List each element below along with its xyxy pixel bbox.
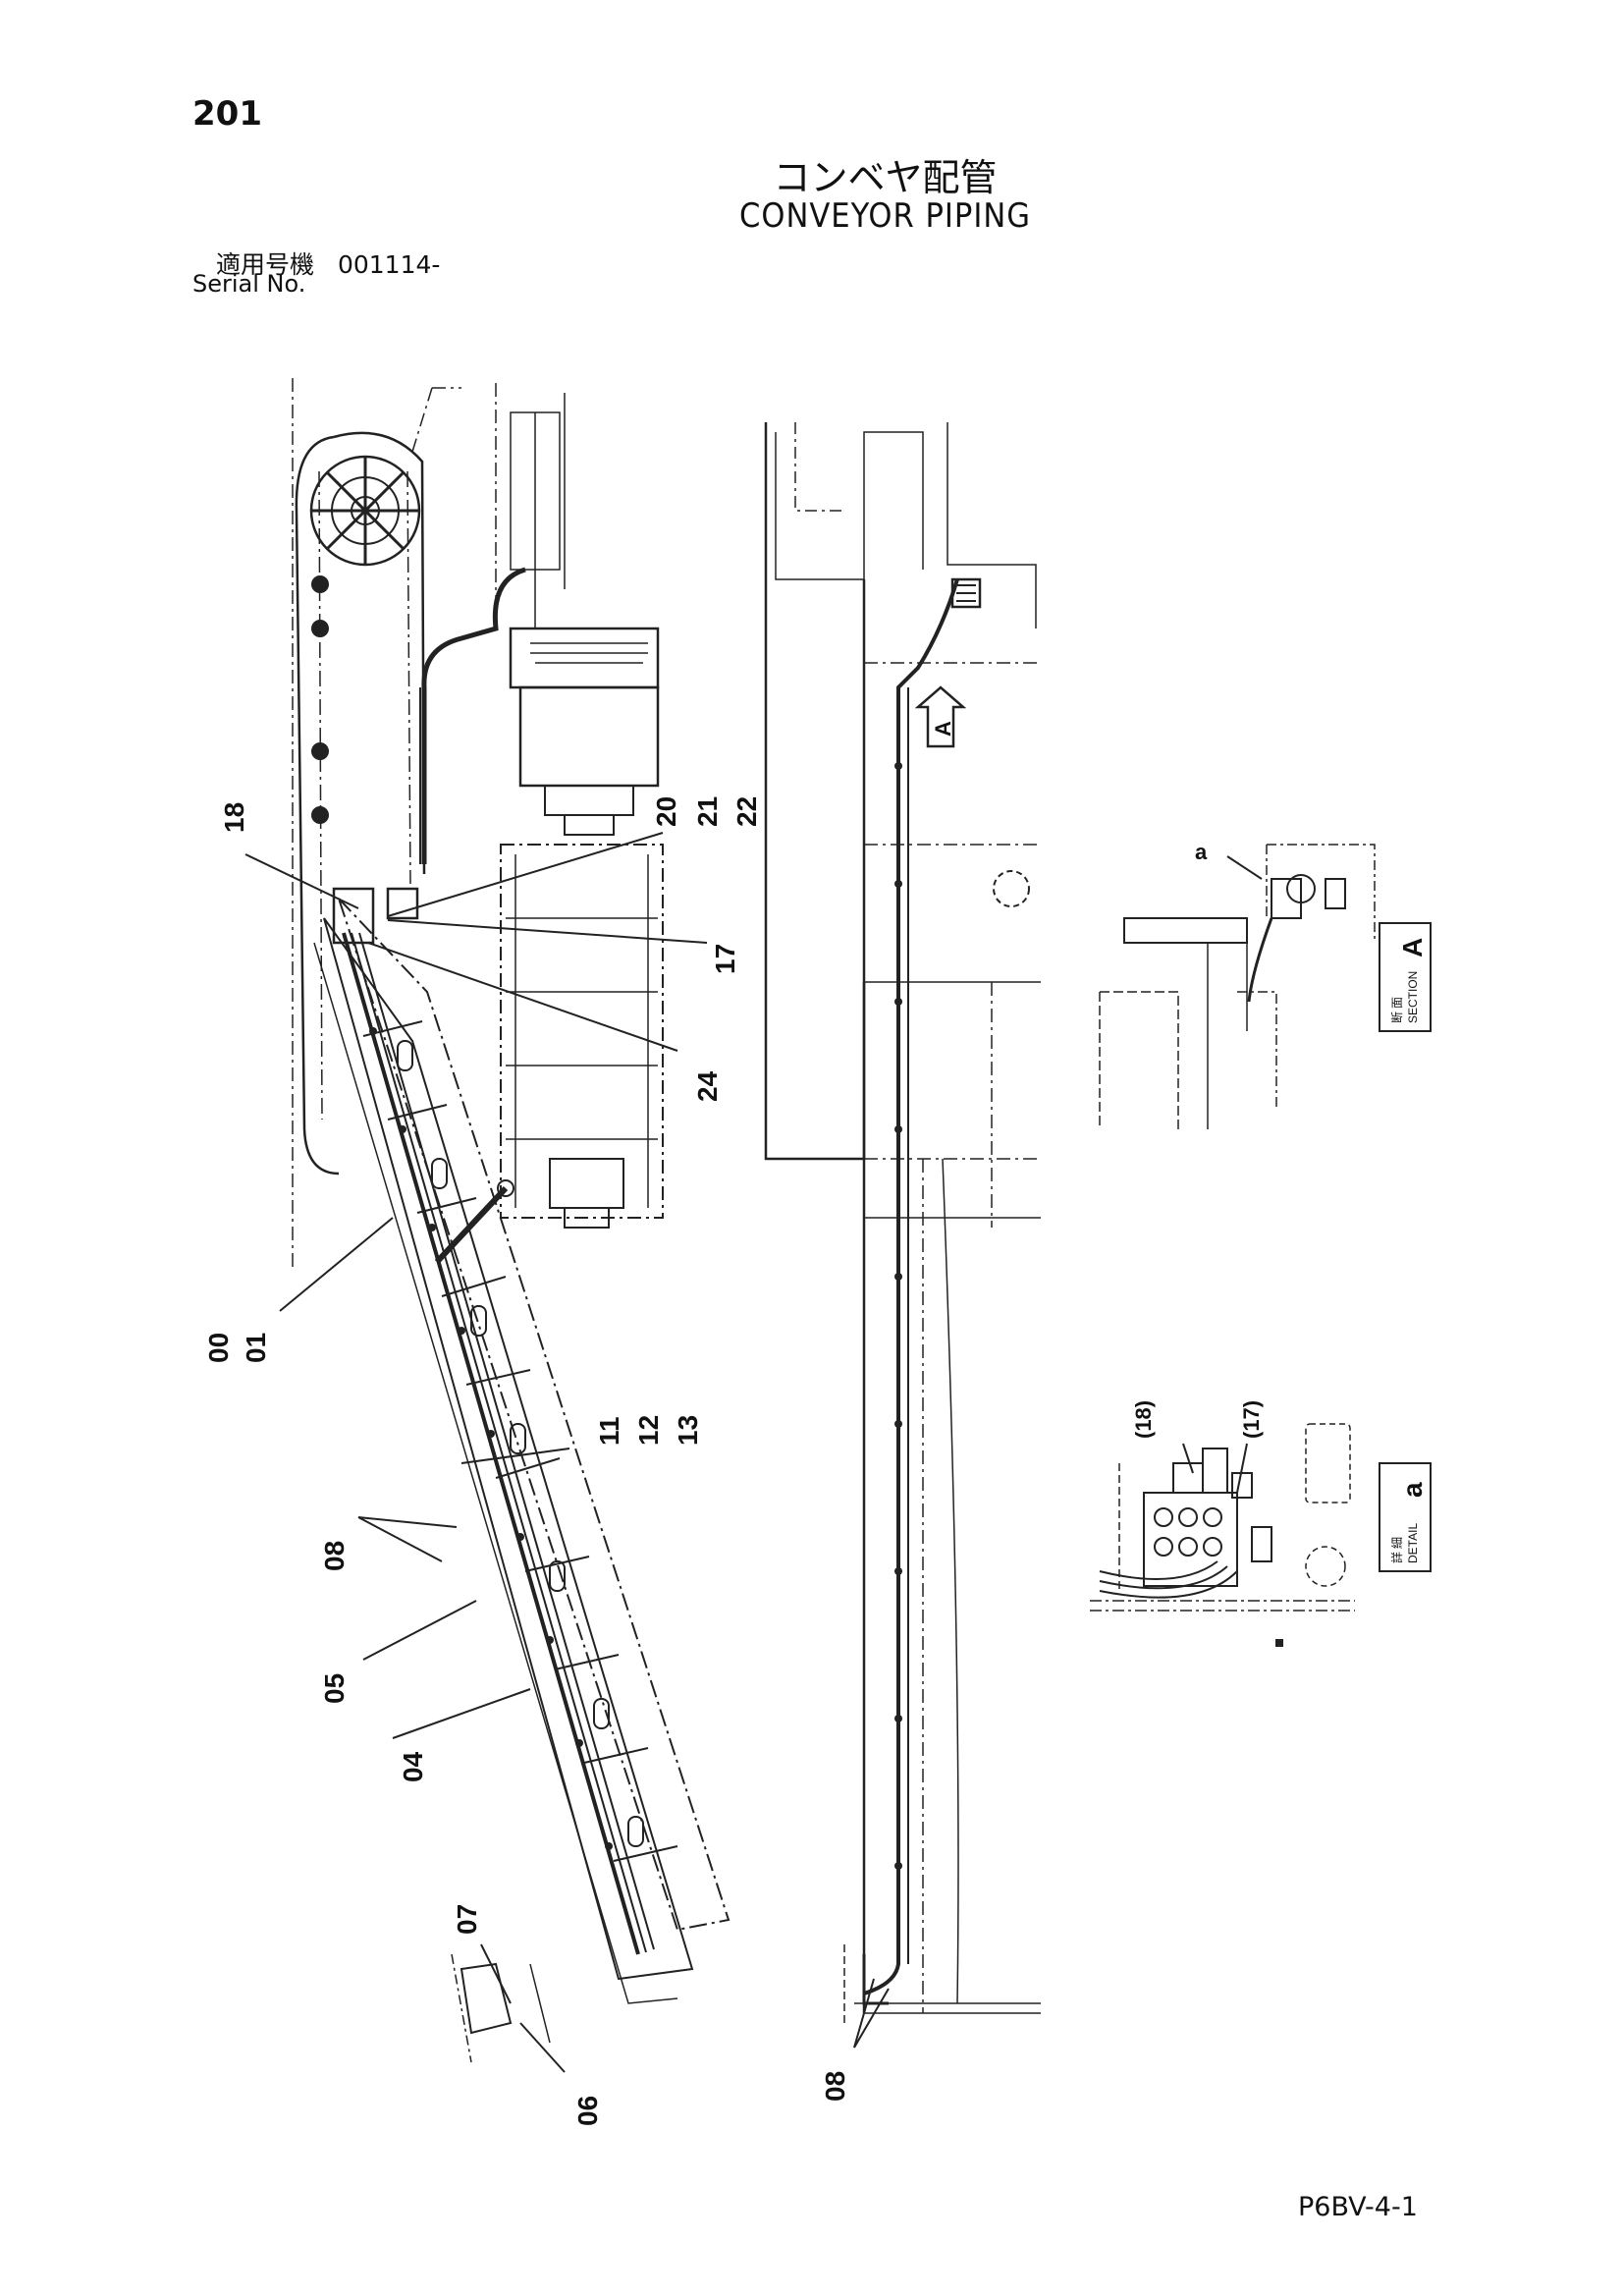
- callout-13: 13: [673, 1415, 703, 1446]
- callout-labels: 18 20 21 22 17 24 00 01 11 12 13 08 05 0…: [203, 721, 1428, 2126]
- section-jp-label-1: 断: [1389, 1011, 1404, 1023]
- section-arrow-label: A: [931, 721, 955, 737]
- middle-conveyor-view: [764, 422, 1041, 2023]
- callout-08-bottom: 08: [820, 2071, 850, 2102]
- serial-label-japanese: 適用号機 001114-: [216, 246, 440, 281]
- callout-06: 06: [572, 2096, 603, 2126]
- serial-label-english: Serial No.: [192, 270, 306, 298]
- detail-jp-label-2: 細: [1390, 1537, 1404, 1549]
- section-a-view: [1099, 844, 1376, 1129]
- callout-07: 07: [452, 1904, 482, 1935]
- callout-00: 00: [203, 1333, 234, 1363]
- callout-17: 17: [710, 944, 740, 974]
- page-number: 201: [192, 94, 262, 134]
- callout-20: 20: [651, 796, 681, 827]
- callout-05: 05: [319, 1673, 350, 1704]
- callout-21: 21: [692, 796, 723, 827]
- section-en-label: SECTION: [1406, 971, 1420, 1023]
- leader-lines: [244, 832, 1263, 2073]
- section-jp-label-2: 面: [1390, 997, 1404, 1009]
- detail-jp-label-1: 詳: [1389, 1552, 1404, 1563]
- detail-ref-18: (18): [1131, 1400, 1156, 1439]
- section-letter-a: A: [1397, 938, 1428, 957]
- detail-ref-17: (17): [1239, 1400, 1264, 1439]
- callout-18: 18: [219, 802, 249, 833]
- section-point-a: a: [1195, 840, 1208, 864]
- detail-a-label-box: [1379, 1462, 1432, 1572]
- callout-04: 04: [398, 1751, 428, 1782]
- detail-a-view: [1090, 1423, 1355, 1647]
- section-a-label-box: [1379, 922, 1432, 1032]
- callout-08-left: 08: [319, 1541, 350, 1571]
- serial-label-jp-text: 適用号機: [216, 250, 315, 279]
- callout-22: 22: [731, 796, 762, 827]
- serial-number-value: 001114-: [337, 250, 441, 279]
- detail-letter-a: a: [1397, 1482, 1428, 1498]
- title-japanese: コンベヤ配管: [773, 156, 998, 199]
- document-code: P6BV-4-1: [1298, 2192, 1418, 2222]
- title-english: CONVEYOR PIPING: [739, 196, 1031, 236]
- left-conveyor-view: [292, 378, 730, 2063]
- callout-11: 11: [594, 1416, 624, 1446]
- callout-24: 24: [692, 1070, 723, 1102]
- callout-01: 01: [241, 1333, 271, 1363]
- detail-en-label: DETAIL: [1406, 1523, 1420, 1563]
- callout-12: 12: [633, 1415, 664, 1446]
